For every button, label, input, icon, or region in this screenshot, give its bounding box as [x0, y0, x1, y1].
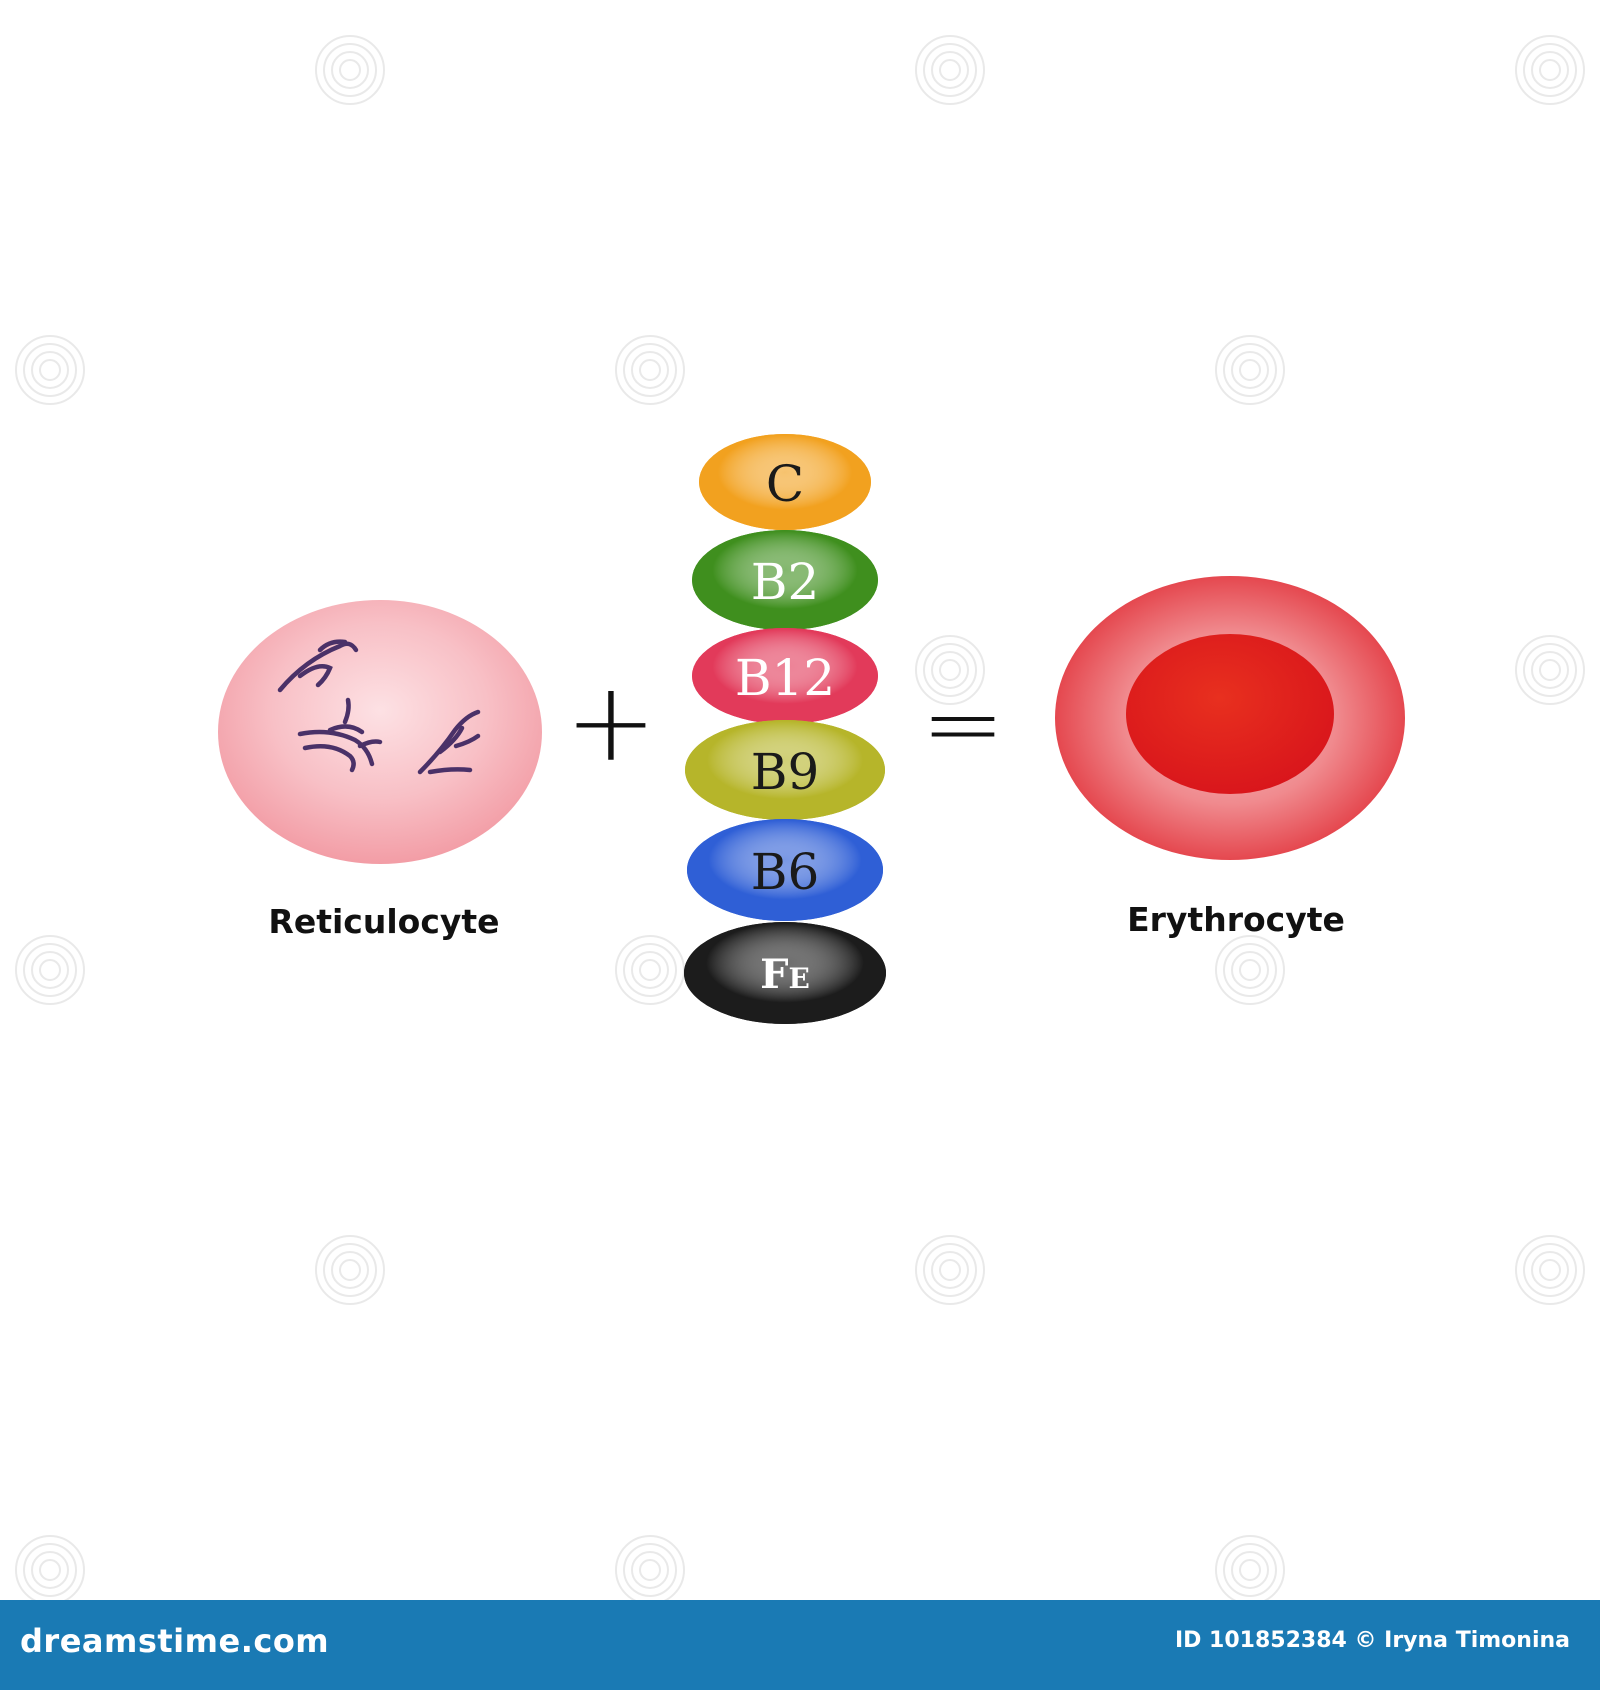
erythropoiesis-diagram — [218, 434, 1405, 1024]
vitamin-fe-label: Fe — [760, 951, 810, 998]
footer-bar: dreamstime.com ID 101852384 © Iryna Timo… — [0, 1600, 1600, 1690]
vitamin-c-shading — [699, 434, 871, 530]
reticular-inclusions — [277, 639, 481, 775]
vitamin-b2-shading — [692, 530, 878, 630]
vitamin-b6-label: B6 — [750, 843, 820, 901]
plus-sign: + — [564, 658, 658, 786]
vitamin-fe-shading — [684, 922, 886, 1024]
vitamin-b6-shading — [687, 819, 883, 921]
vitamin-b12-shading — [692, 628, 878, 724]
reticulocyte-body — [218, 600, 542, 864]
vitamin-b9-shading — [685, 720, 885, 820]
vitamin-b2-label: B2 — [750, 553, 820, 611]
vitamin-b9-label: B9 — [750, 743, 820, 801]
vitamin-stack — [684, 434, 886, 1024]
erythrocyte-center — [1126, 634, 1334, 794]
footer-brand[interactable]: dreamstime.com — [20, 1622, 330, 1660]
footer-credit: ID 101852384 © Iryna Timonina — [1174, 1628, 1570, 1653]
reticulocyte-label: Reticulocyte — [268, 902, 500, 941]
erythrocyte-label: Erythrocyte — [1127, 900, 1345, 939]
vitamin-b12-label: B12 — [734, 649, 836, 707]
vitamin-c-label: C — [765, 455, 805, 513]
erythrocyte-cell — [1055, 576, 1405, 860]
equals-sign: = — [921, 665, 1005, 782]
reticulocyte-cell — [218, 600, 542, 864]
